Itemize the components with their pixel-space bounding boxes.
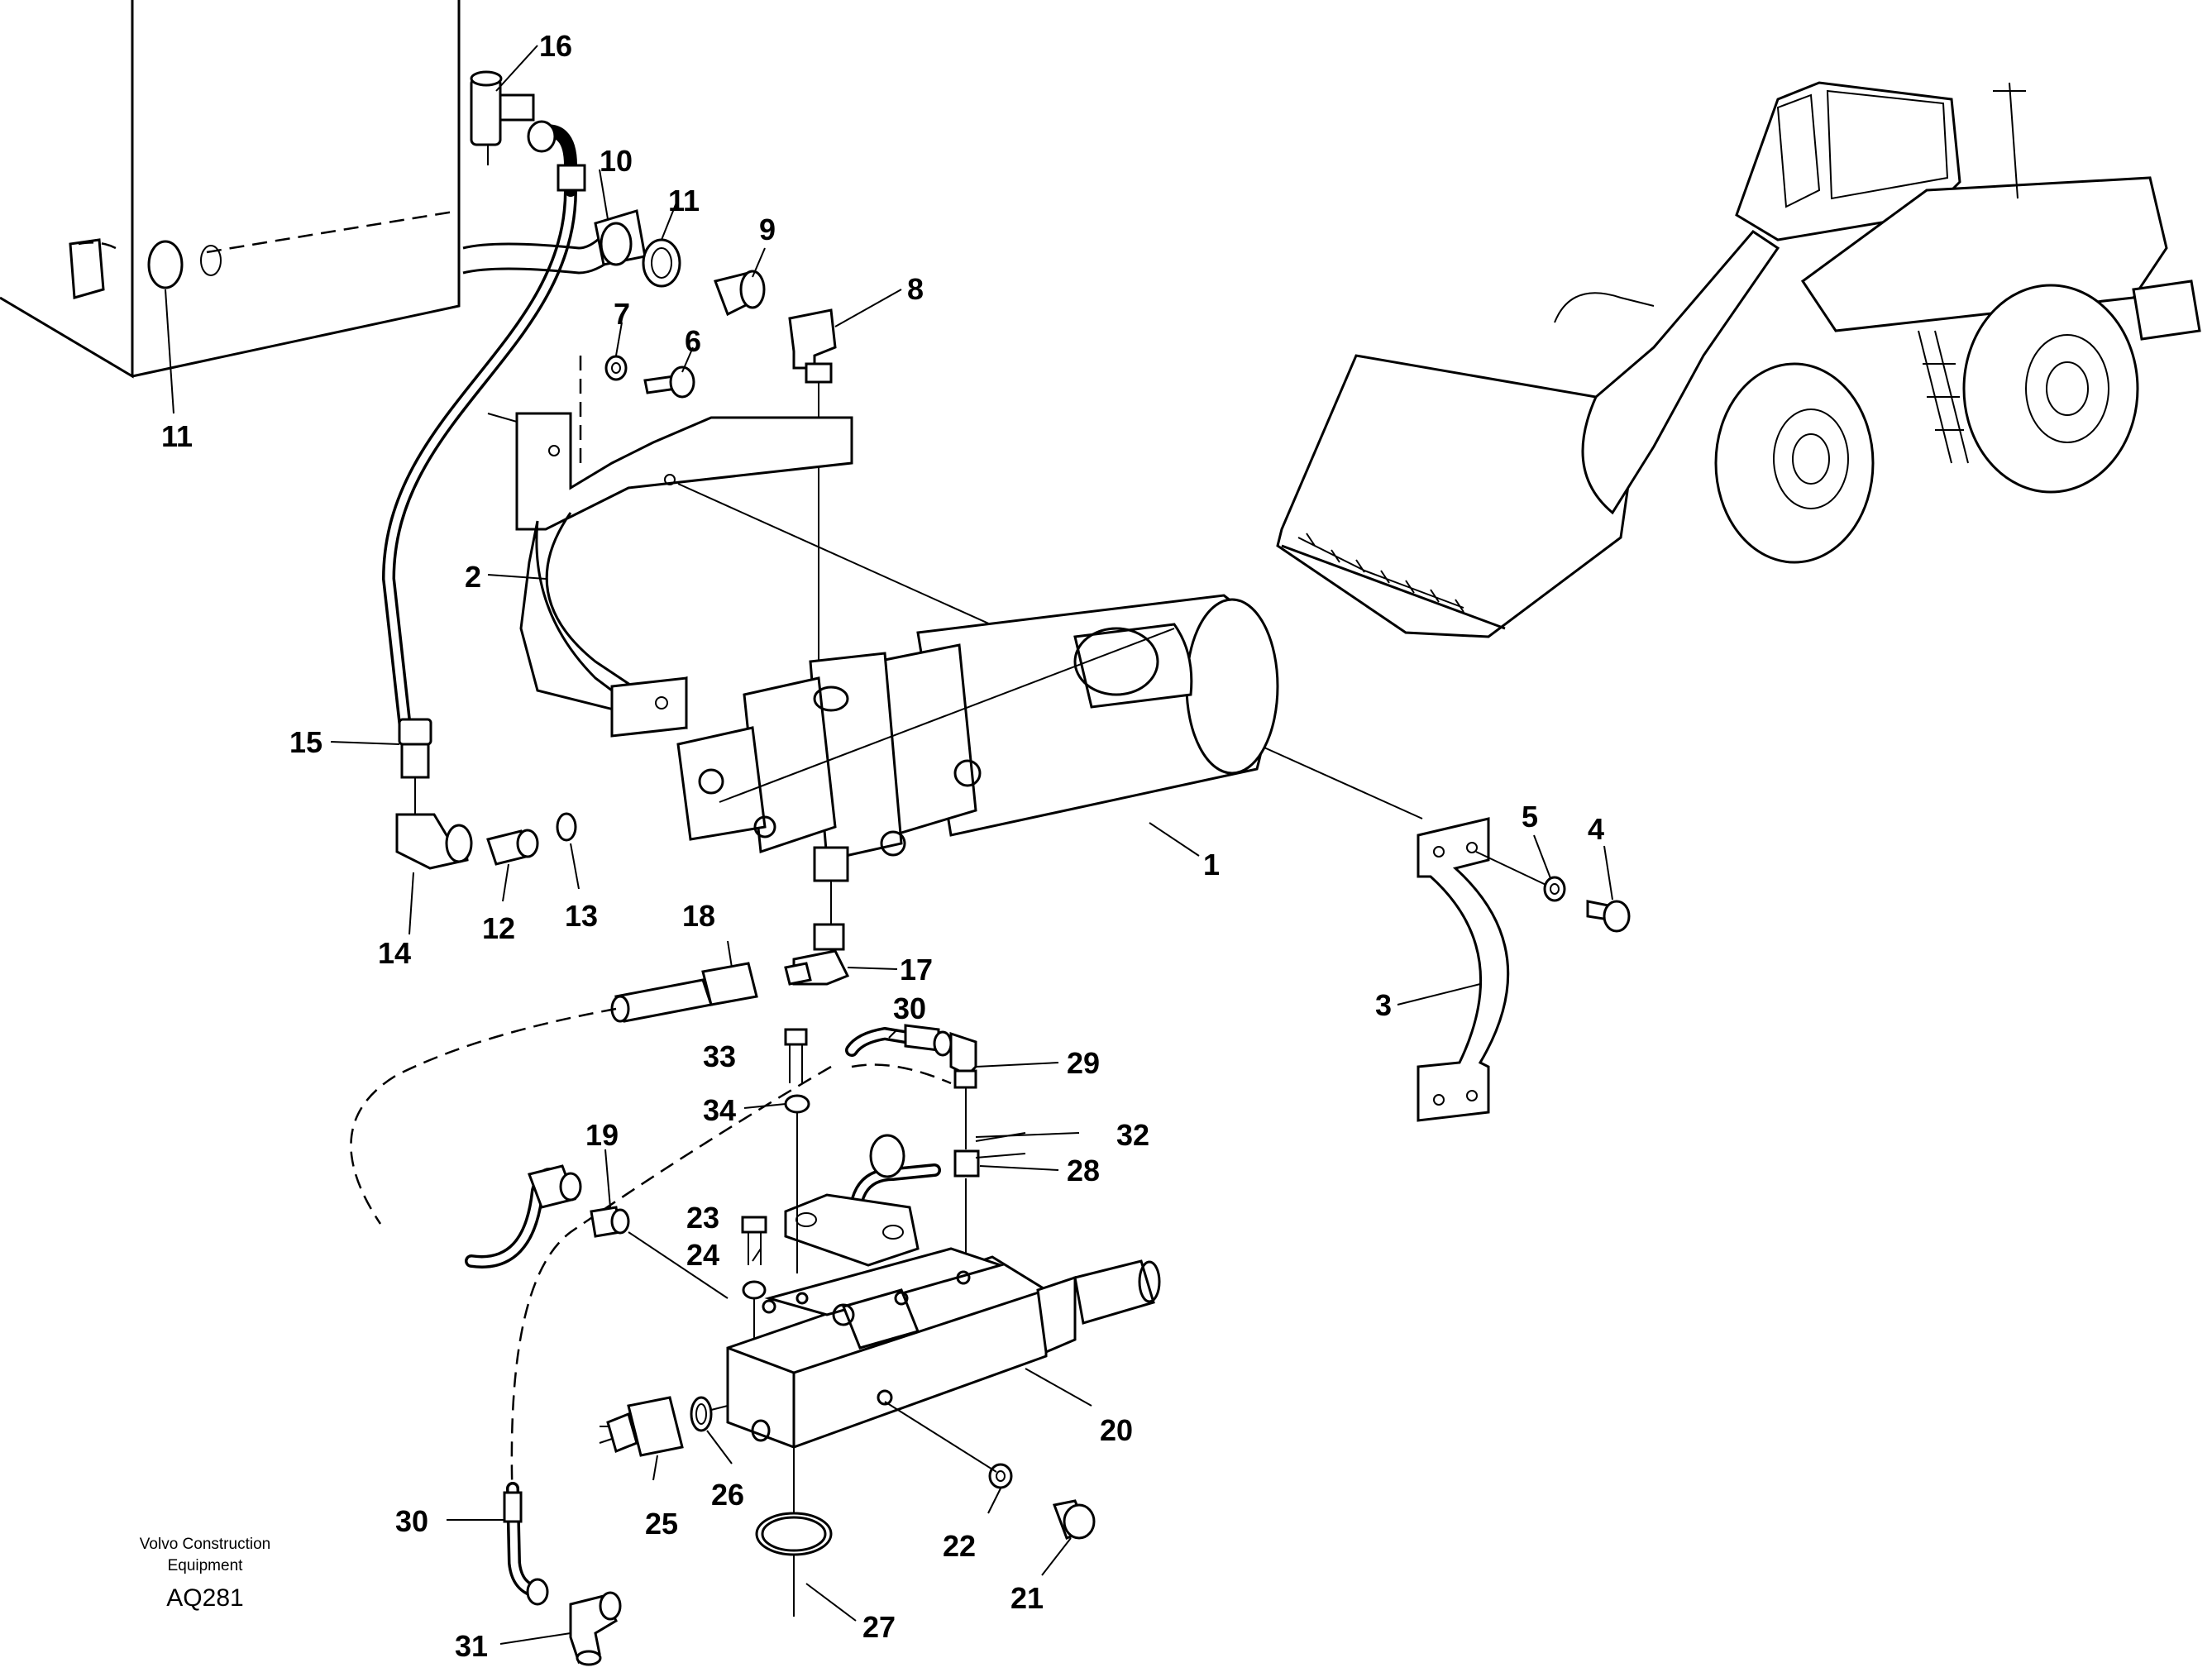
- callout-7: 7: [614, 297, 630, 331]
- return-hose: [381, 124, 618, 734]
- callout-23: 23: [686, 1201, 719, 1235]
- callout-8: 8: [907, 272, 924, 306]
- elbow-29: [949, 1031, 977, 1089]
- hose-30-lower: [503, 1482, 549, 1606]
- hose-30-upper: [845, 1024, 953, 1057]
- hose-32: [848, 1132, 1026, 1247]
- callout-15: 15: [289, 725, 322, 759]
- callout-33: 33: [703, 1039, 736, 1073]
- washer-24: [742, 1280, 767, 1348]
- tee-31: [569, 1591, 622, 1666]
- tee-fitting-16: [470, 70, 557, 165]
- o-ring-13: [556, 812, 577, 842]
- sensor-25: [599, 1396, 684, 1457]
- screw-33: [784, 1028, 808, 1083]
- hose-sleeve-10: [594, 209, 647, 266]
- callout-16: 16: [539, 29, 572, 63]
- callout-12: 12: [482, 911, 515, 945]
- callout-19: 19: [585, 1118, 619, 1152]
- nipple-28: [953, 1087, 980, 1265]
- callout-14: 14: [378, 936, 411, 970]
- o-ring-26: [690, 1396, 729, 1432]
- callout-9: 9: [759, 213, 776, 246]
- pump-motor-assembly-1: [676, 594, 1279, 882]
- plug-21: [1052, 1499, 1096, 1540]
- callout-30-upper: 30: [893, 991, 926, 1025]
- hose-clamp-11: [642, 238, 681, 288]
- o-ring-27: [755, 1512, 833, 1617]
- callout-5: 5: [1522, 800, 1538, 834]
- callout-29: 29: [1067, 1046, 1100, 1080]
- screw-4: [1586, 900, 1631, 933]
- callout-22: 22: [943, 1529, 976, 1563]
- elbow-17: [784, 881, 850, 986]
- washer-22: [884, 1401, 1013, 1489]
- screw-6: [643, 366, 695, 399]
- callout-labels: 1 2 3 4 5 6 7 8 9 10 11 11 12 13 14 15 1…: [161, 29, 1604, 1663]
- callout-34: 34: [703, 1093, 736, 1127]
- adapter-9: [714, 270, 766, 317]
- callout-1: 1: [1203, 848, 1220, 882]
- leader-lines: [330, 45, 1613, 1645]
- callout-11-tank: 11: [161, 419, 193, 453]
- flange-plate: [784, 1193, 920, 1267]
- callout-24: 24: [686, 1238, 719, 1272]
- callout-20: 20: [1100, 1413, 1133, 1447]
- credit-block: Volvo Construction Equipment AQ281: [140, 1536, 270, 1612]
- elbow-8: [788, 308, 837, 662]
- callout-6: 6: [685, 324, 701, 358]
- callout-2: 2: [465, 560, 481, 594]
- callout-32: 32: [1116, 1118, 1149, 1152]
- callout-10: 10: [600, 144, 633, 178]
- bracket-3: [1417, 817, 1555, 1122]
- valve-block-20: [726, 1247, 1161, 1513]
- callout-28: 28: [1067, 1154, 1100, 1187]
- elbow-14: [395, 813, 473, 870]
- drawing-code: AQ281: [166, 1584, 243, 1612]
- wheel-loader-illustration: [1276, 81, 2201, 638]
- screw-23: [741, 1216, 767, 1265]
- tank-outline: [0, 0, 461, 414]
- nipple-12: [486, 829, 539, 866]
- callout-13: 13: [565, 899, 598, 933]
- hose-18: [610, 962, 758, 1023]
- callout-26: 26: [711, 1478, 744, 1512]
- washer-5: [1543, 876, 1566, 902]
- callout-25: 25: [645, 1507, 678, 1541]
- callout-17: 17: [900, 953, 933, 987]
- credit-line-2: Equipment: [168, 1557, 244, 1574]
- callout-30-lower: 30: [395, 1504, 428, 1538]
- credit-line-1: Volvo Construction: [140, 1536, 270, 1553]
- washer-7: [579, 355, 628, 463]
- callout-27: 27: [862, 1610, 896, 1644]
- washer-34: [784, 1094, 810, 1273]
- callout-31: 31: [455, 1629, 488, 1663]
- callout-21: 21: [1010, 1581, 1044, 1615]
- callout-18: 18: [682, 899, 715, 933]
- callout-3: 3: [1375, 988, 1392, 1022]
- bracket-2: [487, 412, 1423, 819]
- pipe-routes: [350, 1007, 952, 1506]
- callout-4: 4: [1588, 812, 1604, 846]
- hose-15: [398, 718, 432, 815]
- callout-11-clamp: 11: [668, 184, 700, 217]
- hose-19-assembly: [465, 1164, 729, 1299]
